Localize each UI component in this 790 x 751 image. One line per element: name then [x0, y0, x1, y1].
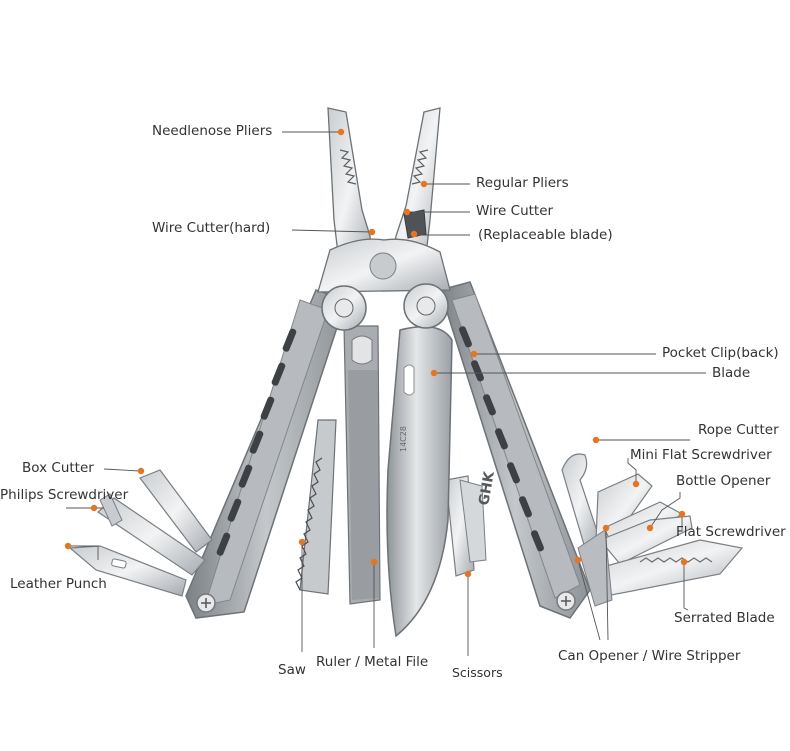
pivots [321, 283, 449, 331]
label-wire-cutter: Wire Cutter [476, 203, 554, 219]
scissors [445, 475, 487, 577]
label-leather-punch: Leather Punch [10, 576, 107, 592]
brand-engraving: GHK [476, 469, 498, 506]
right-handle [439, 281, 591, 619]
label-mini-flat-screwdriver: Mini Flat Screwdriver [630, 447, 772, 463]
label-philips-screwdriver: Philips Screwdriver [0, 487, 129, 503]
label-bottle-opener: Bottle Opener [676, 473, 771, 489]
label-can-opener: Can Opener / Wire Stripper [558, 648, 741, 664]
label-pocket-clip: Pocket Clip(back) [662, 345, 779, 361]
label-flat-screwdriver: Flat Screwdriver [676, 524, 786, 540]
metal-file [343, 325, 381, 605]
label-rope-cutter: Rope Cutter [698, 422, 779, 438]
right-tools [561, 453, 744, 607]
steel-engraving: 14C28 [399, 426, 408, 452]
main-blade [386, 325, 453, 638]
label-ruler-metal-file: Ruler / Metal File [316, 654, 429, 670]
leader-lines [66, 131, 706, 656]
label-regular-pliers: Regular Pliers [476, 175, 569, 191]
label-box-cutter: Box Cutter [22, 460, 94, 476]
label-serrated-blade: Serrated Blade [674, 610, 775, 626]
left-handle [185, 289, 347, 619]
label-scissors: Scissors [452, 665, 503, 680]
pliers-head [317, 107, 451, 293]
label-blade: Blade [712, 365, 751, 381]
label-saw: Saw [278, 662, 306, 678]
label-needlenose-pliers: Needlenose Pliers [152, 123, 273, 139]
left-tools [68, 469, 213, 597]
label-wire-cutter-hard: Wire Cutter(hard) [152, 220, 271, 236]
label-replaceable-blade: (Replaceable blade) [478, 227, 613, 243]
callout-dots [64, 128, 688, 578]
